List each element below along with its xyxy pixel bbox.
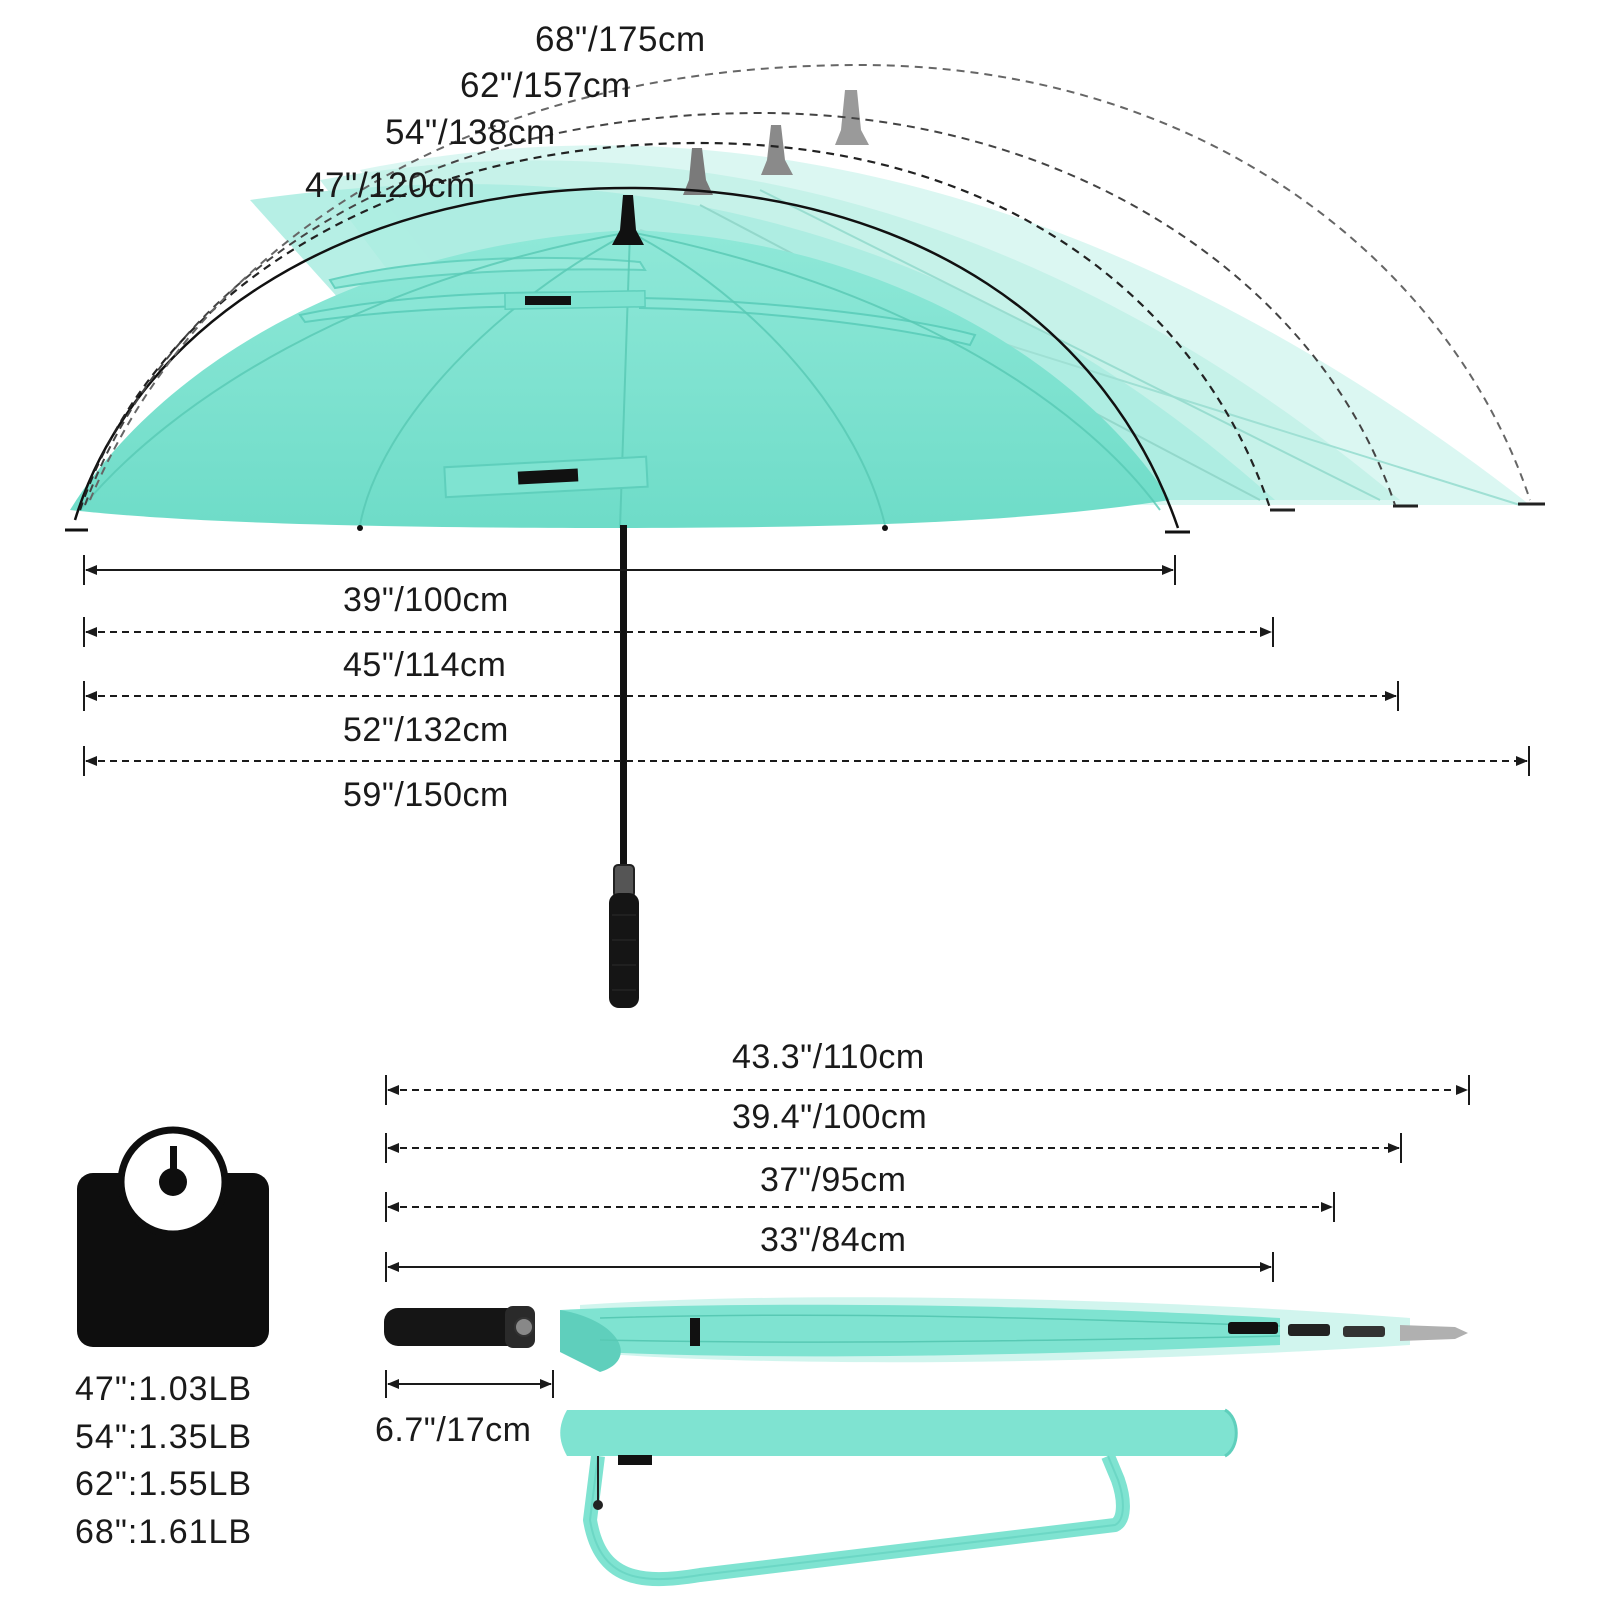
span-label-52: 52"/132cm: [343, 711, 509, 749]
tip-54: [683, 148, 713, 195]
arc-62: [84, 111, 1396, 506]
weight-54: 54":1.35LB: [75, 1418, 253, 1456]
tip-62: [761, 125, 793, 175]
closed-length-arrows: [385, 1075, 1470, 1398]
canopy-arcs: [73, 63, 1531, 529]
closed-handle: [384, 1308, 524, 1346]
main-canopy: [65, 195, 1190, 534]
span-label-45: 45"/114cm: [343, 646, 507, 684]
closed-umbrella: [384, 1297, 1468, 1372]
weight-68: 68":1.61LB: [75, 1513, 253, 1551]
span-label-59: 59"/150cm: [343, 776, 509, 814]
umbrella-shaft: [609, 525, 639, 1008]
foam-handle: [609, 893, 639, 1008]
arc-label-47: 47"/120cm: [305, 166, 476, 205]
closed-label-43: 43.3"/110cm: [732, 1038, 925, 1076]
arc-47: [73, 186, 1180, 529]
span-label-39: 39"/100cm: [343, 581, 509, 619]
closed-label-37: 37"/95cm: [760, 1161, 907, 1199]
span-width-arrows: [83, 555, 1530, 776]
carry-sleeve: [560, 1408, 1238, 1587]
arc-54: [78, 141, 1272, 511]
shoulder-strap: [583, 1453, 1130, 1587]
closed-label-33: 33"/84cm: [760, 1221, 907, 1259]
canopy-tip-main: [612, 195, 644, 245]
weight-47: 47":1.03LB: [75, 1370, 253, 1408]
closed-label-39: 39.4"/100cm: [732, 1098, 928, 1136]
weight-62: 62":1.55LB: [75, 1465, 253, 1503]
arc-68: [89, 63, 1531, 501]
arc-label-62: 62"/157cm: [460, 66, 631, 105]
handle-length-label: 6.7"/17cm: [375, 1411, 532, 1449]
arc-label-54: 54"/138cm: [385, 113, 556, 152]
arc-label-68: 68"/175cm: [535, 20, 706, 59]
open-button: [613, 864, 635, 898]
weight-scale-icon: [77, 1126, 269, 1347]
